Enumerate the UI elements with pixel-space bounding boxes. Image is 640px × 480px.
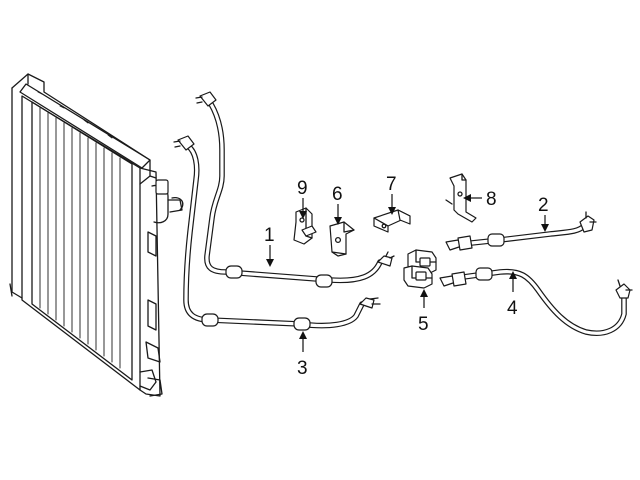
cooler-line-lower xyxy=(173,135,381,331)
bracket-7 xyxy=(373,209,411,233)
callout-2: 2 xyxy=(538,195,549,216)
callout-7: 7 xyxy=(386,174,397,195)
callout-5: 5 xyxy=(418,314,429,335)
connector-5 xyxy=(403,249,437,289)
callout-arrows xyxy=(266,194,549,352)
line-2 xyxy=(445,211,597,251)
callout-8: 8 xyxy=(486,189,497,210)
bracket-6 xyxy=(329,221,355,257)
callout-3: 3 xyxy=(297,358,308,379)
callout-1: 1 xyxy=(264,225,275,246)
cooler-line-upper xyxy=(195,91,395,288)
line-4 xyxy=(439,267,633,336)
radiator xyxy=(9,73,184,397)
callout-6: 6 xyxy=(332,184,343,205)
callout-9: 9 xyxy=(297,178,308,199)
callout-4: 4 xyxy=(507,298,518,319)
bracket-9 xyxy=(293,207,317,245)
